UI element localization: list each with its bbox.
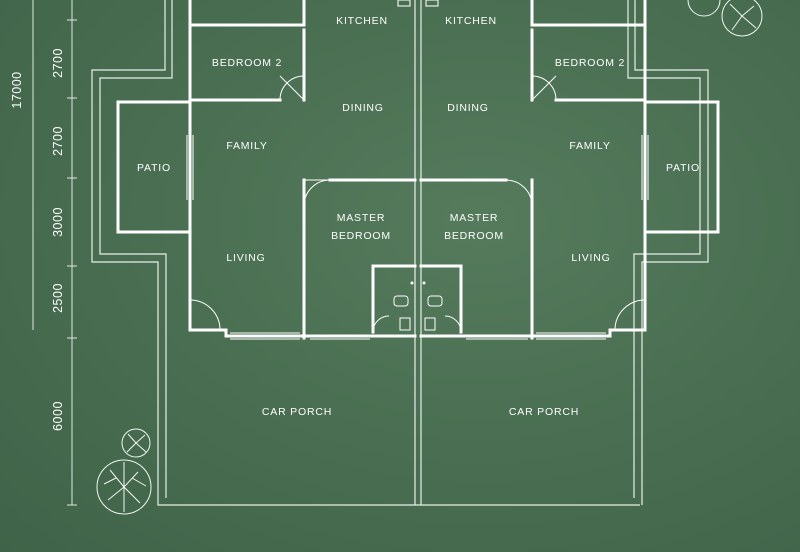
room-label-carporch-right: CAR PORCH	[508, 406, 580, 418]
master-left-line2: BEDROOM	[331, 230, 391, 242]
dimension-seg5: 6000	[51, 401, 65, 431]
dimension-seg3: 3000	[51, 207, 65, 237]
left-house-walls	[116, 0, 417, 340]
room-label-family-left: FAMILY	[226, 140, 268, 152]
room-label-bedroom2-right: BEDROOM 2	[554, 57, 626, 69]
room-label-dining-right: DINING	[447, 102, 489, 114]
room-label-bedroom2-left: BEDROOM 2	[211, 57, 283, 69]
room-label-family-right: FAMILY	[569, 140, 611, 152]
room-label-patio-right: PATIO	[666, 162, 700, 174]
bathroom-fixtures	[393, 281, 443, 331]
room-label-master-bedroom-left: MASTER BEDROOM	[331, 209, 391, 245]
dimension-lines	[32, 0, 77, 506]
room-label-living-left: LIVING	[226, 252, 266, 264]
dimension-seg4: 2500	[51, 283, 65, 313]
master-left-line1: MASTER	[336, 212, 386, 224]
room-label-kitchen-left: KITCHEN	[336, 15, 388, 27]
room-label-carporch-left: CAR PORCH	[261, 406, 333, 418]
room-label-living-right: LIVING	[571, 252, 611, 264]
room-label-master-bedroom-right: MASTER BEDROOM	[444, 209, 504, 245]
room-label-patio-left: PATIO	[137, 162, 171, 174]
windows	[186, 135, 649, 340]
room-label-kitchen-right: KITCHEN	[445, 15, 497, 27]
plot-outline	[91, 0, 709, 506]
party-wall	[397, 0, 439, 505]
right-house-walls	[419, 0, 720, 340]
dimension-total: 17000	[10, 71, 24, 109]
room-label-dining-left: DINING	[342, 102, 384, 114]
master-right-line2: BEDROOM	[444, 230, 504, 242]
dimension-seg1: 2700	[51, 48, 65, 78]
master-right-line1: MASTER	[449, 212, 499, 224]
dimension-seg2: 2700	[51, 126, 65, 156]
doors	[189, 75, 646, 333]
tree-icon	[96, 0, 763, 515]
